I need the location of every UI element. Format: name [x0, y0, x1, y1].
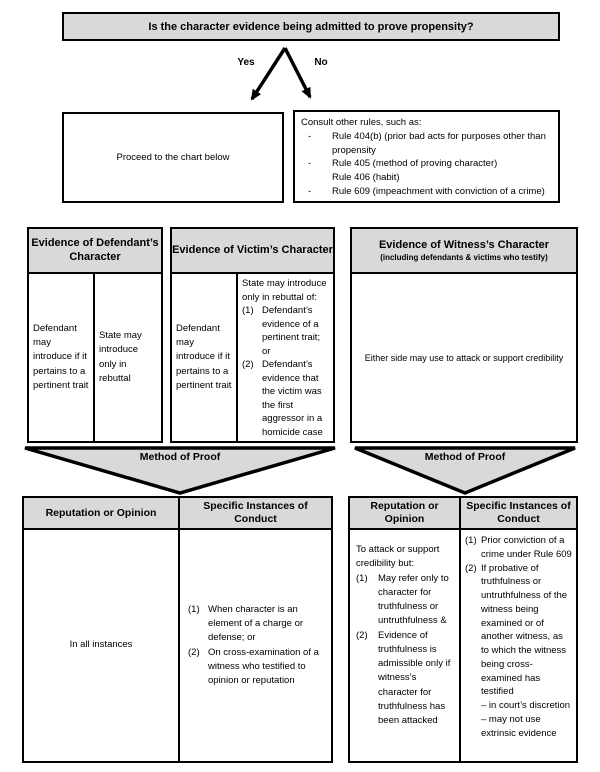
rule-item-609: - Rule 609 (impeachment with conviction …	[308, 185, 545, 197]
reputation-opinion-cell: In all instances	[24, 530, 180, 761]
consult-rules-box: Consult other rules, such as: - Rule 404…	[293, 110, 560, 203]
specific-instances-cell-right: (1) Prior conviction of a crime under Ru…	[461, 530, 576, 761]
rule-item-405-406: - Rule 405 (method of proving character)…	[308, 158, 498, 184]
victim-col-introduce: Defendant may introduce if it pertains t…	[172, 274, 238, 441]
witness-character-box: Evidence of Witness’s Character (includi…	[350, 227, 578, 443]
witness-character-header: Evidence of Witness’s Character (includi…	[352, 229, 576, 274]
general-method-of-proof-table: Reputation or Opinion Specific Instances…	[22, 496, 333, 763]
witness-header-subtitle: (including defendants & victims who test…	[380, 252, 548, 262]
rule-item-404b: - Rule 404(b) (prior bad acts for purpos…	[308, 130, 546, 156]
reputation-item-2: (2) Evidence of truthfulness is admissib…	[356, 629, 451, 727]
defendant-character-header: Evidence of Defendant’s Character	[29, 229, 161, 274]
specific-instances-item-1: (1) When character is an element of a ch…	[188, 603, 304, 644]
defendant-col-rebuttal: State may introduce only in rebuttal	[99, 330, 142, 384]
victim-rebuttal-item-1: (1) Defendant’s evidence of a pertinent …	[242, 305, 321, 357]
reputation-opinion-cell-right: To attack or support credibility but: (1…	[350, 530, 461, 761]
discretion-note: – in court’s discretion	[481, 700, 571, 712]
method-of-proof-arrow-right-icon	[354, 446, 576, 495]
specific-instances-right-item-2: (2) If probative of truthfulness or untr…	[465, 562, 571, 739]
header-reputation-or-opinion-right: Reputation or Opinion	[350, 498, 461, 530]
victim-character-header: Evidence of Victim’s Character	[172, 229, 333, 274]
method-of-proof-label-left: Method of Proof	[139, 451, 221, 463]
victim-character-box: Evidence of Victim’s Character Defendant…	[170, 227, 335, 443]
method-of-proof-label-right: Method of Proof	[424, 451, 506, 463]
reputation-item-1: (1) May refer only to character for trut…	[356, 572, 449, 627]
witness-method-of-proof-table: Reputation or Opinion Specific Instances…	[348, 496, 578, 763]
proceed-box: Proceed to the chart below	[62, 112, 284, 203]
extrinsic-evidence-note: – may not use extrinsic evidence	[481, 713, 557, 739]
defendant-col-introduce: Defendant may introduce if it pertains t…	[29, 274, 95, 441]
victim-col-rebuttal: State may introduce only in rebuttal of:…	[238, 274, 333, 441]
method-of-proof-arrow-left-icon	[24, 446, 336, 495]
specific-instances-item-2: (2) On cross-examination of a witness wh…	[188, 646, 319, 687]
header-specific-instances: Specific Instances of Conduct	[180, 498, 331, 530]
witness-body: Either side may use to attack or support…	[364, 352, 564, 363]
question-box: Is the character evidence being admitted…	[62, 12, 560, 41]
victim-rebuttal-item-2: (2) Defendant’s evidence that the victim…	[242, 359, 323, 438]
specific-instances-cell: (1) When character is an element of a ch…	[180, 530, 331, 761]
defendant-character-box: Evidence of Defendant’s Character Defend…	[27, 227, 163, 443]
specific-instances-right-item-1: (1) Prior conviction of a crime under Ru…	[465, 535, 572, 560]
yes-label: Yes	[237, 57, 255, 68]
consult-intro: Consult other rules, such as:	[301, 117, 422, 128]
no-label: No	[314, 57, 328, 68]
header-reputation-or-opinion: Reputation or Opinion	[24, 498, 180, 530]
yes-no-branch-arrows-icon	[250, 47, 312, 101]
proceed-text: Proceed to the chart below	[116, 152, 230, 163]
header-specific-instances-right: Specific Instances of Conduct	[461, 498, 576, 530]
